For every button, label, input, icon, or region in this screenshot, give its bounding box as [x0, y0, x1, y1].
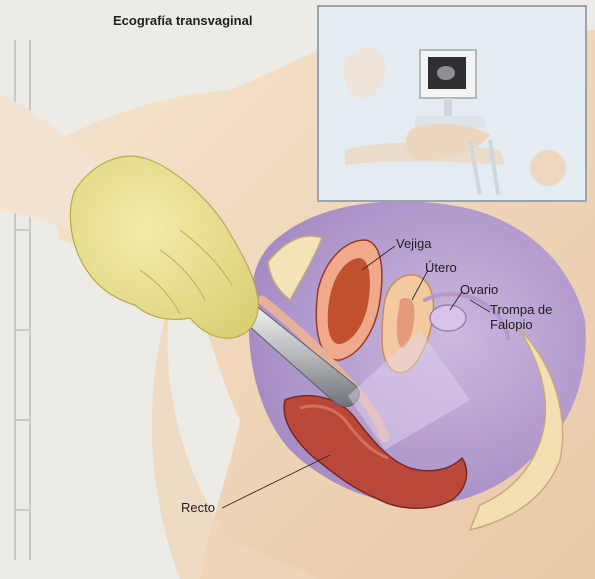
- inset-monitor-stand: [444, 98, 452, 116]
- label-trompa-de-falopio: Trompa de Falopio: [490, 302, 570, 332]
- label-recto: Recto: [181, 500, 215, 515]
- inset-panel: [318, 6, 586, 201]
- label-trompa-line-2: Falopio: [490, 317, 570, 332]
- label-trompa-line-1: Trompa de: [490, 302, 570, 317]
- inset-patient-head: [530, 150, 566, 186]
- label-vejiga: Vejiga: [396, 236, 431, 251]
- label-utero: Útero: [425, 260, 457, 275]
- diagram-title: Ecografía transvaginal: [113, 13, 252, 28]
- label-ovario: Ovario: [460, 282, 498, 297]
- ovary: [430, 305, 466, 331]
- inset-monitor-image: [437, 66, 455, 80]
